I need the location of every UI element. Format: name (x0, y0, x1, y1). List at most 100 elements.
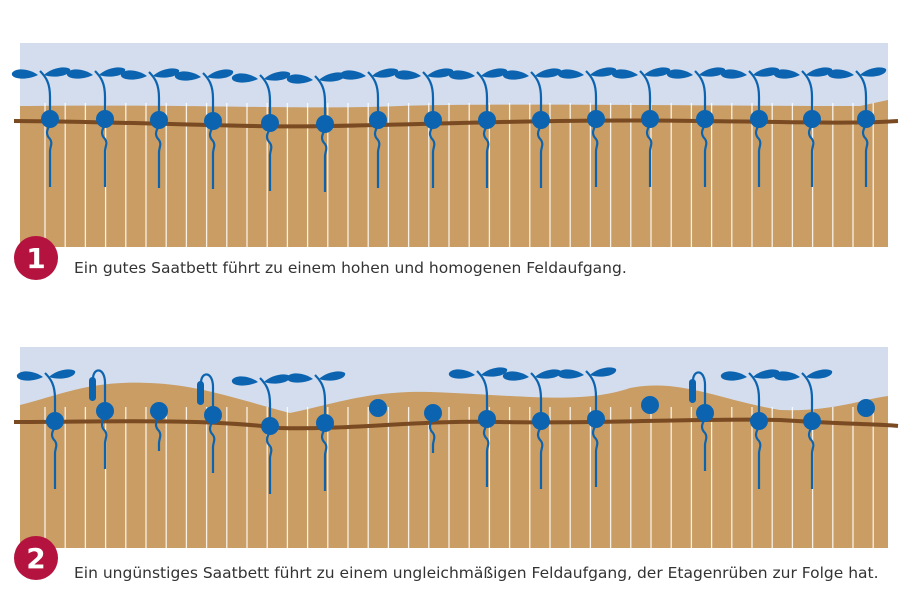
plant-sprout (557, 367, 617, 487)
leaf-left (394, 70, 421, 80)
plant-sprout (231, 71, 291, 191)
stem (748, 372, 761, 421)
plant-sprout (286, 371, 346, 491)
root (154, 125, 162, 188)
seed (641, 110, 659, 128)
leaf-left (16, 371, 43, 381)
leaf-left (286, 74, 313, 84)
leaf-right (481, 68, 508, 78)
root (50, 426, 58, 489)
leaf-left (448, 70, 475, 80)
seed (150, 111, 168, 129)
seed (261, 417, 279, 435)
stem (94, 70, 107, 119)
stem (314, 75, 327, 124)
seed (150, 402, 168, 420)
leaf-left (557, 69, 584, 79)
leaf-right (372, 68, 399, 78)
seed (750, 110, 768, 128)
plant-sprout (11, 67, 71, 187)
plant-seed (369, 399, 387, 417)
leaf-left (66, 69, 93, 79)
plant-sprout (174, 69, 234, 189)
leaf-left (773, 371, 800, 381)
stem (367, 71, 380, 120)
root (591, 124, 599, 187)
root (265, 431, 273, 494)
leaf-right (153, 68, 180, 78)
seed (641, 396, 659, 414)
seed (587, 410, 605, 428)
seed (369, 111, 387, 129)
root (428, 418, 436, 453)
leaf-right (644, 67, 671, 77)
plant-sprout (339, 68, 399, 188)
closed-cotyledons (89, 377, 96, 401)
plant-sprout (120, 68, 180, 188)
panel-2-number-badge: 2 (14, 536, 58, 580)
seed (96, 402, 114, 420)
leaf-left (11, 69, 38, 79)
root (645, 124, 653, 187)
stem (855, 70, 868, 119)
root (861, 124, 869, 187)
stem (476, 71, 489, 120)
stem (148, 71, 161, 120)
plant-sprout (502, 68, 562, 188)
root (320, 129, 328, 192)
stem (44, 372, 57, 421)
stem (585, 370, 598, 419)
sowing-depth-line (13, 118, 899, 129)
root (482, 125, 490, 188)
leaf-right (753, 369, 780, 379)
stem (314, 374, 327, 423)
leaf-left (448, 369, 475, 379)
seed (261, 114, 279, 132)
seed (857, 110, 875, 128)
closed-cotyledons (197, 381, 204, 405)
plant-sprout (502, 369, 562, 489)
leaf-left (502, 371, 529, 381)
seed (96, 110, 114, 128)
stem (530, 71, 543, 120)
panel-1-number-badge: 1 (14, 236, 58, 280)
root (700, 418, 708, 471)
root (265, 128, 273, 191)
root (807, 426, 815, 489)
root (536, 426, 544, 489)
seed (316, 414, 334, 432)
stem (476, 370, 489, 419)
panel-1-caption: Ein gutes Saatbett führt zu einem hohen … (74, 259, 627, 277)
seed (532, 412, 550, 430)
plant-sprout (448, 367, 508, 487)
leaf-left (502, 70, 529, 80)
stem (39, 70, 52, 119)
stem (801, 70, 814, 119)
plant-seed (857, 399, 875, 417)
leaf-right (49, 369, 76, 379)
leaf-right (427, 68, 454, 78)
stem (801, 372, 814, 421)
panel-2 (13, 347, 899, 548)
seed (478, 111, 496, 129)
leaf-left (231, 376, 258, 386)
seed (424, 111, 442, 129)
leaf-left (773, 69, 800, 79)
root (428, 125, 436, 188)
stem (694, 70, 707, 119)
plant-sprout (720, 369, 780, 489)
stem (202, 72, 215, 121)
seed (204, 406, 222, 424)
root (536, 125, 544, 188)
root (208, 126, 216, 189)
leaf-left (339, 70, 366, 80)
leaf-right (99, 67, 126, 77)
root (373, 125, 381, 188)
stem (585, 70, 598, 119)
stem (259, 74, 272, 123)
soil (20, 382, 888, 548)
leaf-left (720, 371, 747, 381)
leaf-right (207, 69, 234, 79)
plant-sprout (231, 374, 291, 494)
